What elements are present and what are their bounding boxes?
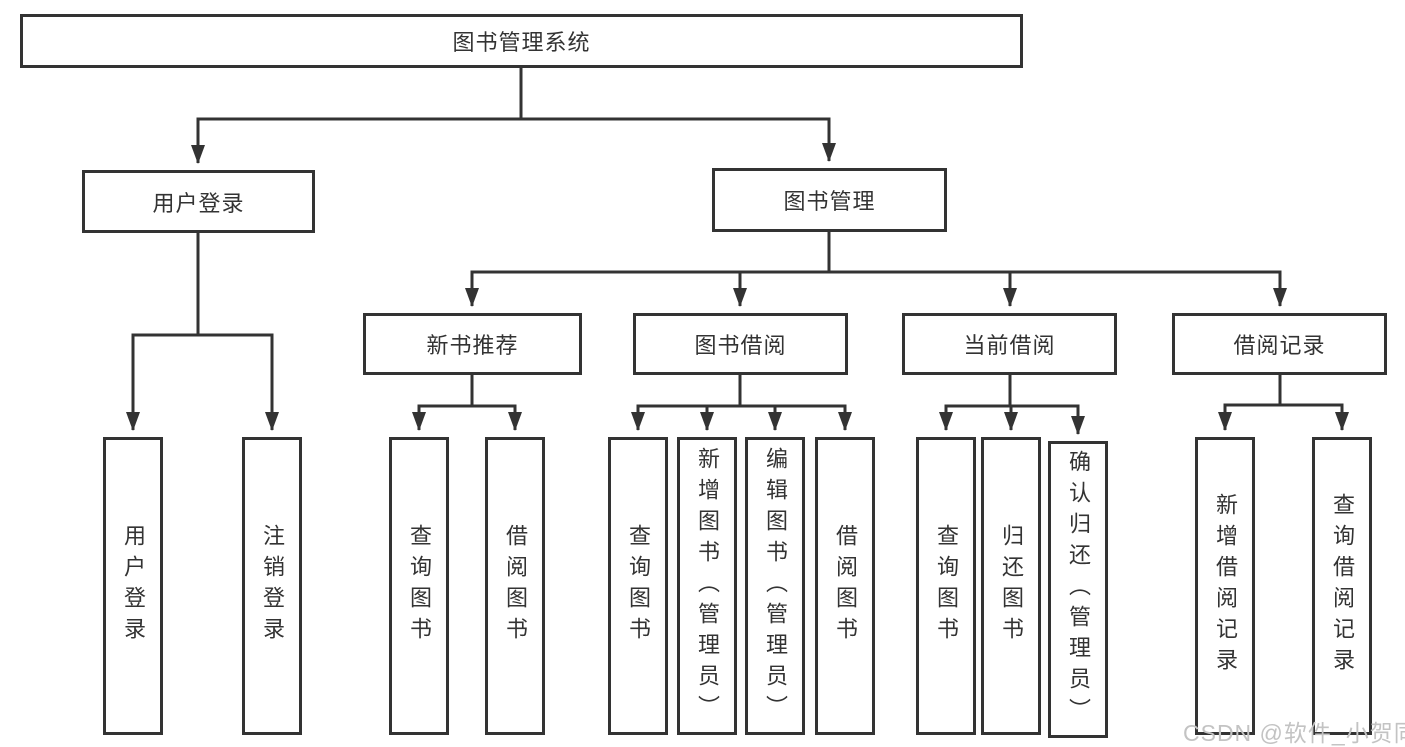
node-label: 新增图书（管理员） [695,446,720,726]
node-label: 查询图书 [626,524,651,648]
node-label: 用户登录 [152,190,245,216]
node-label: 图书管理 [783,189,876,214]
node-root-library-system: 图书管理系统 [20,14,1023,68]
node-label: 注销登录 [260,524,285,648]
node-query-borrow-record: 查询借阅记录 [1312,437,1372,735]
node-add-borrow-record: 新增借阅记录 [1195,437,1255,735]
node-new-book-recommend: 新书推荐 [363,313,582,375]
node-label: 归还图书 [999,524,1024,648]
node-label: 图书借阅 [694,333,787,358]
node-edit-books-admin: 编辑图书（管理员） [745,437,805,735]
node-borrow-books-recommend: 借阅图书 [485,437,545,735]
node-confirm-return-admin: 确认归还（管理员） [1048,441,1108,738]
node-label: 用户登录 [121,524,146,648]
node-label: 确认归还（管理员） [1066,450,1091,729]
node-add-books-admin: 新增图书（管理员） [677,437,737,735]
node-borrow-books-action: 借阅图书 [815,437,875,735]
node-borrow-records: 借阅记录 [1172,313,1387,375]
node-current-borrowing: 当前借阅 [902,313,1117,375]
node-user-login-action: 用户登录 [103,437,163,735]
node-label: 编辑图书（管理员） [763,446,788,726]
node-label: 图书管理系统 [452,30,591,55]
node-return-books: 归还图书 [981,437,1041,735]
node-label: 查询借阅记录 [1330,493,1355,679]
node-query-books-recommend: 查询图书 [389,437,449,735]
csdn-watermark: CSDN @软件_小贺同学 [1183,720,1405,746]
node-query-books-current: 查询图书 [916,437,976,735]
node-label: 借阅记录 [1233,333,1326,358]
node-book-borrowing: 图书借阅 [633,313,848,375]
node-label: 查询图书 [407,524,432,648]
node-label: 新书推荐 [426,333,519,358]
node-label: 当前借阅 [963,333,1056,358]
node-book-management-module: 图书管理 [712,168,947,232]
node-label: 查询图书 [934,524,959,648]
node-label: 借阅图书 [503,524,528,648]
node-label: 借阅图书 [833,524,858,648]
node-user-login-module: 用户登录 [82,170,315,233]
node-logout-action: 注销登录 [242,437,302,735]
node-query-books-borrow: 查询图书 [608,437,668,735]
node-label: 新增借阅记录 [1213,493,1238,679]
